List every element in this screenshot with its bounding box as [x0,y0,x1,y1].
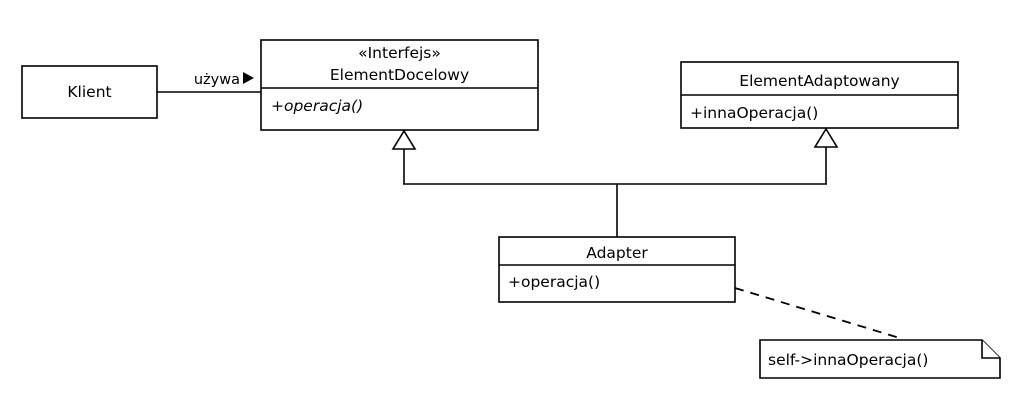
note-text: self->innaOperacja() [768,351,928,369]
association-direction-arrow-icon [243,72,254,84]
association-label-uzywa: używa [194,72,240,88]
klient-class-name: Klient [67,83,111,101]
class-box-elementadaptowany[interactable]: ElementAdaptowany +innaOperacja() [680,61,959,129]
class-box-adapter[interactable]: Adapter +operacja() [498,236,736,303]
elementadaptowany-class-name: ElementAdaptowany [739,72,899,90]
generalization-arrowhead-elementadaptowany [813,127,839,148]
adapter-box-outline [498,236,736,303]
note-anchor-dashed-line [734,287,904,340]
class-box-elementdocelowy[interactable]: «Interfejs» ElementDocelowy +operacja() [260,39,539,131]
association-label-group: używa [194,72,254,88]
adapter-member-operacja: +operacja() [508,273,600,291]
elementdocelowy-stereotype: «Interfejs» [358,44,441,62]
elementdocelowy-box-outline [260,39,539,131]
adapter-class-name: Adapter [586,244,648,262]
note-fold-corner [981,340,1000,359]
note-box-outline [759,339,1001,379]
generalization-tree [391,127,839,237]
generalization-arrowhead-elementdocelowy [391,129,417,150]
note-self-innaoperacja[interactable]: self->innaOperacja() [759,339,1001,379]
elementdocelowy-member-operacja: +operacja() [271,97,363,115]
klient-box-outline [21,65,158,119]
elementadaptowany-member-innaoperacja: +innaOperacja() [690,104,818,122]
elementdocelowy-class-name: ElementDocelowy [330,66,469,84]
class-box-klient[interactable]: Klient [21,65,158,119]
